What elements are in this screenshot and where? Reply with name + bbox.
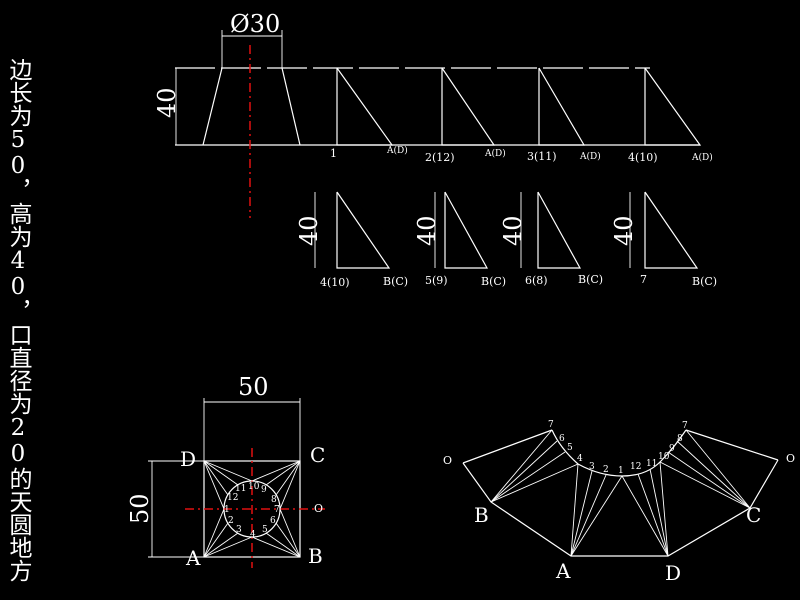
row2-left-3: 6(8): [525, 274, 548, 287]
plan-point-2: 2: [228, 516, 234, 526]
triangle-1: [336, 67, 394, 146]
row2-right-3: B(C): [578, 273, 603, 286]
row2-right-4: B(C): [692, 275, 717, 288]
triangle-2: [441, 67, 496, 146]
dev-outer-right-top: [685, 429, 779, 461]
row2-triangles: 40 4(10) B(C) 40 5(9) B(C) 40 6(8) B(C) …: [295, 191, 717, 289]
row2-height-2: 40: [413, 215, 441, 246]
dev-arc-left-3: 3: [589, 462, 595, 472]
height-label: 40: [153, 87, 181, 118]
row2-right-1: B(C): [383, 275, 408, 288]
dev-O-right: O: [786, 452, 795, 465]
row1-label-right-1: A(D): [386, 145, 408, 156]
row2-left-1: 4(10): [320, 276, 350, 289]
triangle-4: [644, 67, 702, 146]
dev-arc-right-10: 10: [658, 452, 670, 462]
dev-label-A: A: [555, 559, 571, 583]
row1-label-right-3: A(D): [579, 151, 601, 162]
row1-label-left-4: 4(10): [628, 151, 658, 164]
plan-corner-D: D: [180, 447, 196, 471]
plan-point-8: 8: [271, 495, 277, 505]
row2-triangle-4: [644, 191, 699, 269]
plan-point-5: 5: [262, 525, 268, 535]
row2-right-2: B(C): [481, 275, 506, 288]
plan-center-O: O: [314, 502, 323, 515]
row1-label-left-1: 1: [330, 147, 337, 160]
diameter-label: Ø30: [230, 10, 280, 38]
dev-label-B: B: [474, 503, 489, 527]
plan-view: 50 50: [126, 373, 325, 570]
row1-label-left-2: 2(12): [425, 151, 455, 164]
dev-arc-right-7: 7: [682, 421, 688, 431]
row2-height-3: 40: [499, 215, 527, 246]
plan-point-12: 12: [227, 493, 238, 503]
plan-point-6: 6: [270, 516, 276, 526]
row1-label-right-2: A(D): [484, 148, 506, 159]
plan-corner-A: A: [185, 546, 201, 570]
dev-arc-left-7: 7: [548, 420, 554, 430]
dev-arc-right-11: 11: [646, 459, 657, 469]
plan-point-10: 10: [248, 482, 260, 492]
row2-triangle-3: [537, 191, 582, 269]
plan-point-4: 4: [250, 530, 256, 540]
dev-arc-right-8: 8: [677, 434, 683, 444]
development-view: O O B A D C 7 6 5 4 3 2 1 12 11 10 9 8 7: [443, 420, 795, 585]
row1-label-left-3: 3(11): [527, 150, 557, 163]
dev-arc-left-1: 1: [618, 466, 624, 476]
section-view: Ø30 40: [153, 10, 700, 218]
dev-label-D: D: [665, 561, 681, 585]
row1-triangles: 1 A(D) 2(12) A(D) 3(11) A(D) 4(10) A(D): [330, 67, 713, 164]
triangle-3: [538, 67, 586, 146]
dev-arc-right-12: 12: [630, 462, 641, 472]
vertical-title: 边长为50，高为40，口直径为20的天圆地方: [5, 58, 31, 582]
dev-arc-left-2: 2: [603, 465, 609, 475]
dev-label-C: C: [746, 503, 761, 527]
plan-point-11: 11: [235, 484, 246, 494]
dev-arc-right-9: 9: [669, 444, 675, 454]
dev-O-left: O: [443, 454, 452, 467]
dev-arc-left-5: 5: [567, 443, 573, 453]
row2-left-4: 7: [640, 273, 647, 286]
plan-point-7: 7: [274, 505, 280, 515]
plan-height-label: 50: [126, 493, 154, 524]
dev-arc-left-6: 6: [559, 434, 565, 444]
dev-outer-base: [462, 459, 779, 557]
dev-outer-left-top: [462, 429, 553, 464]
row1-label-right-4: A(D): [691, 152, 713, 163]
row2-triangle-1: [336, 191, 391, 269]
dev-fan-lines: [490, 429, 751, 557]
row2-height-1: 40: [295, 215, 323, 246]
dev-arc-left-4: 4: [577, 454, 583, 464]
plan-point-3: 3: [236, 525, 242, 535]
plan-point-1: 1: [224, 505, 230, 515]
trapezoid-left-edge: [202, 67, 223, 146]
plan-width-label: 50: [238, 373, 269, 401]
plan-corner-C: C: [310, 443, 325, 467]
plan-point-9: 9: [261, 485, 267, 495]
trapezoid-right-edge: [281, 67, 301, 146]
row2-left-2: 5(9): [425, 274, 448, 287]
row2-triangle-2: [444, 191, 489, 269]
plan-fan-lines: [203, 460, 301, 558]
plan-corner-B: B: [308, 544, 323, 568]
row2-height-4: 40: [610, 215, 638, 246]
